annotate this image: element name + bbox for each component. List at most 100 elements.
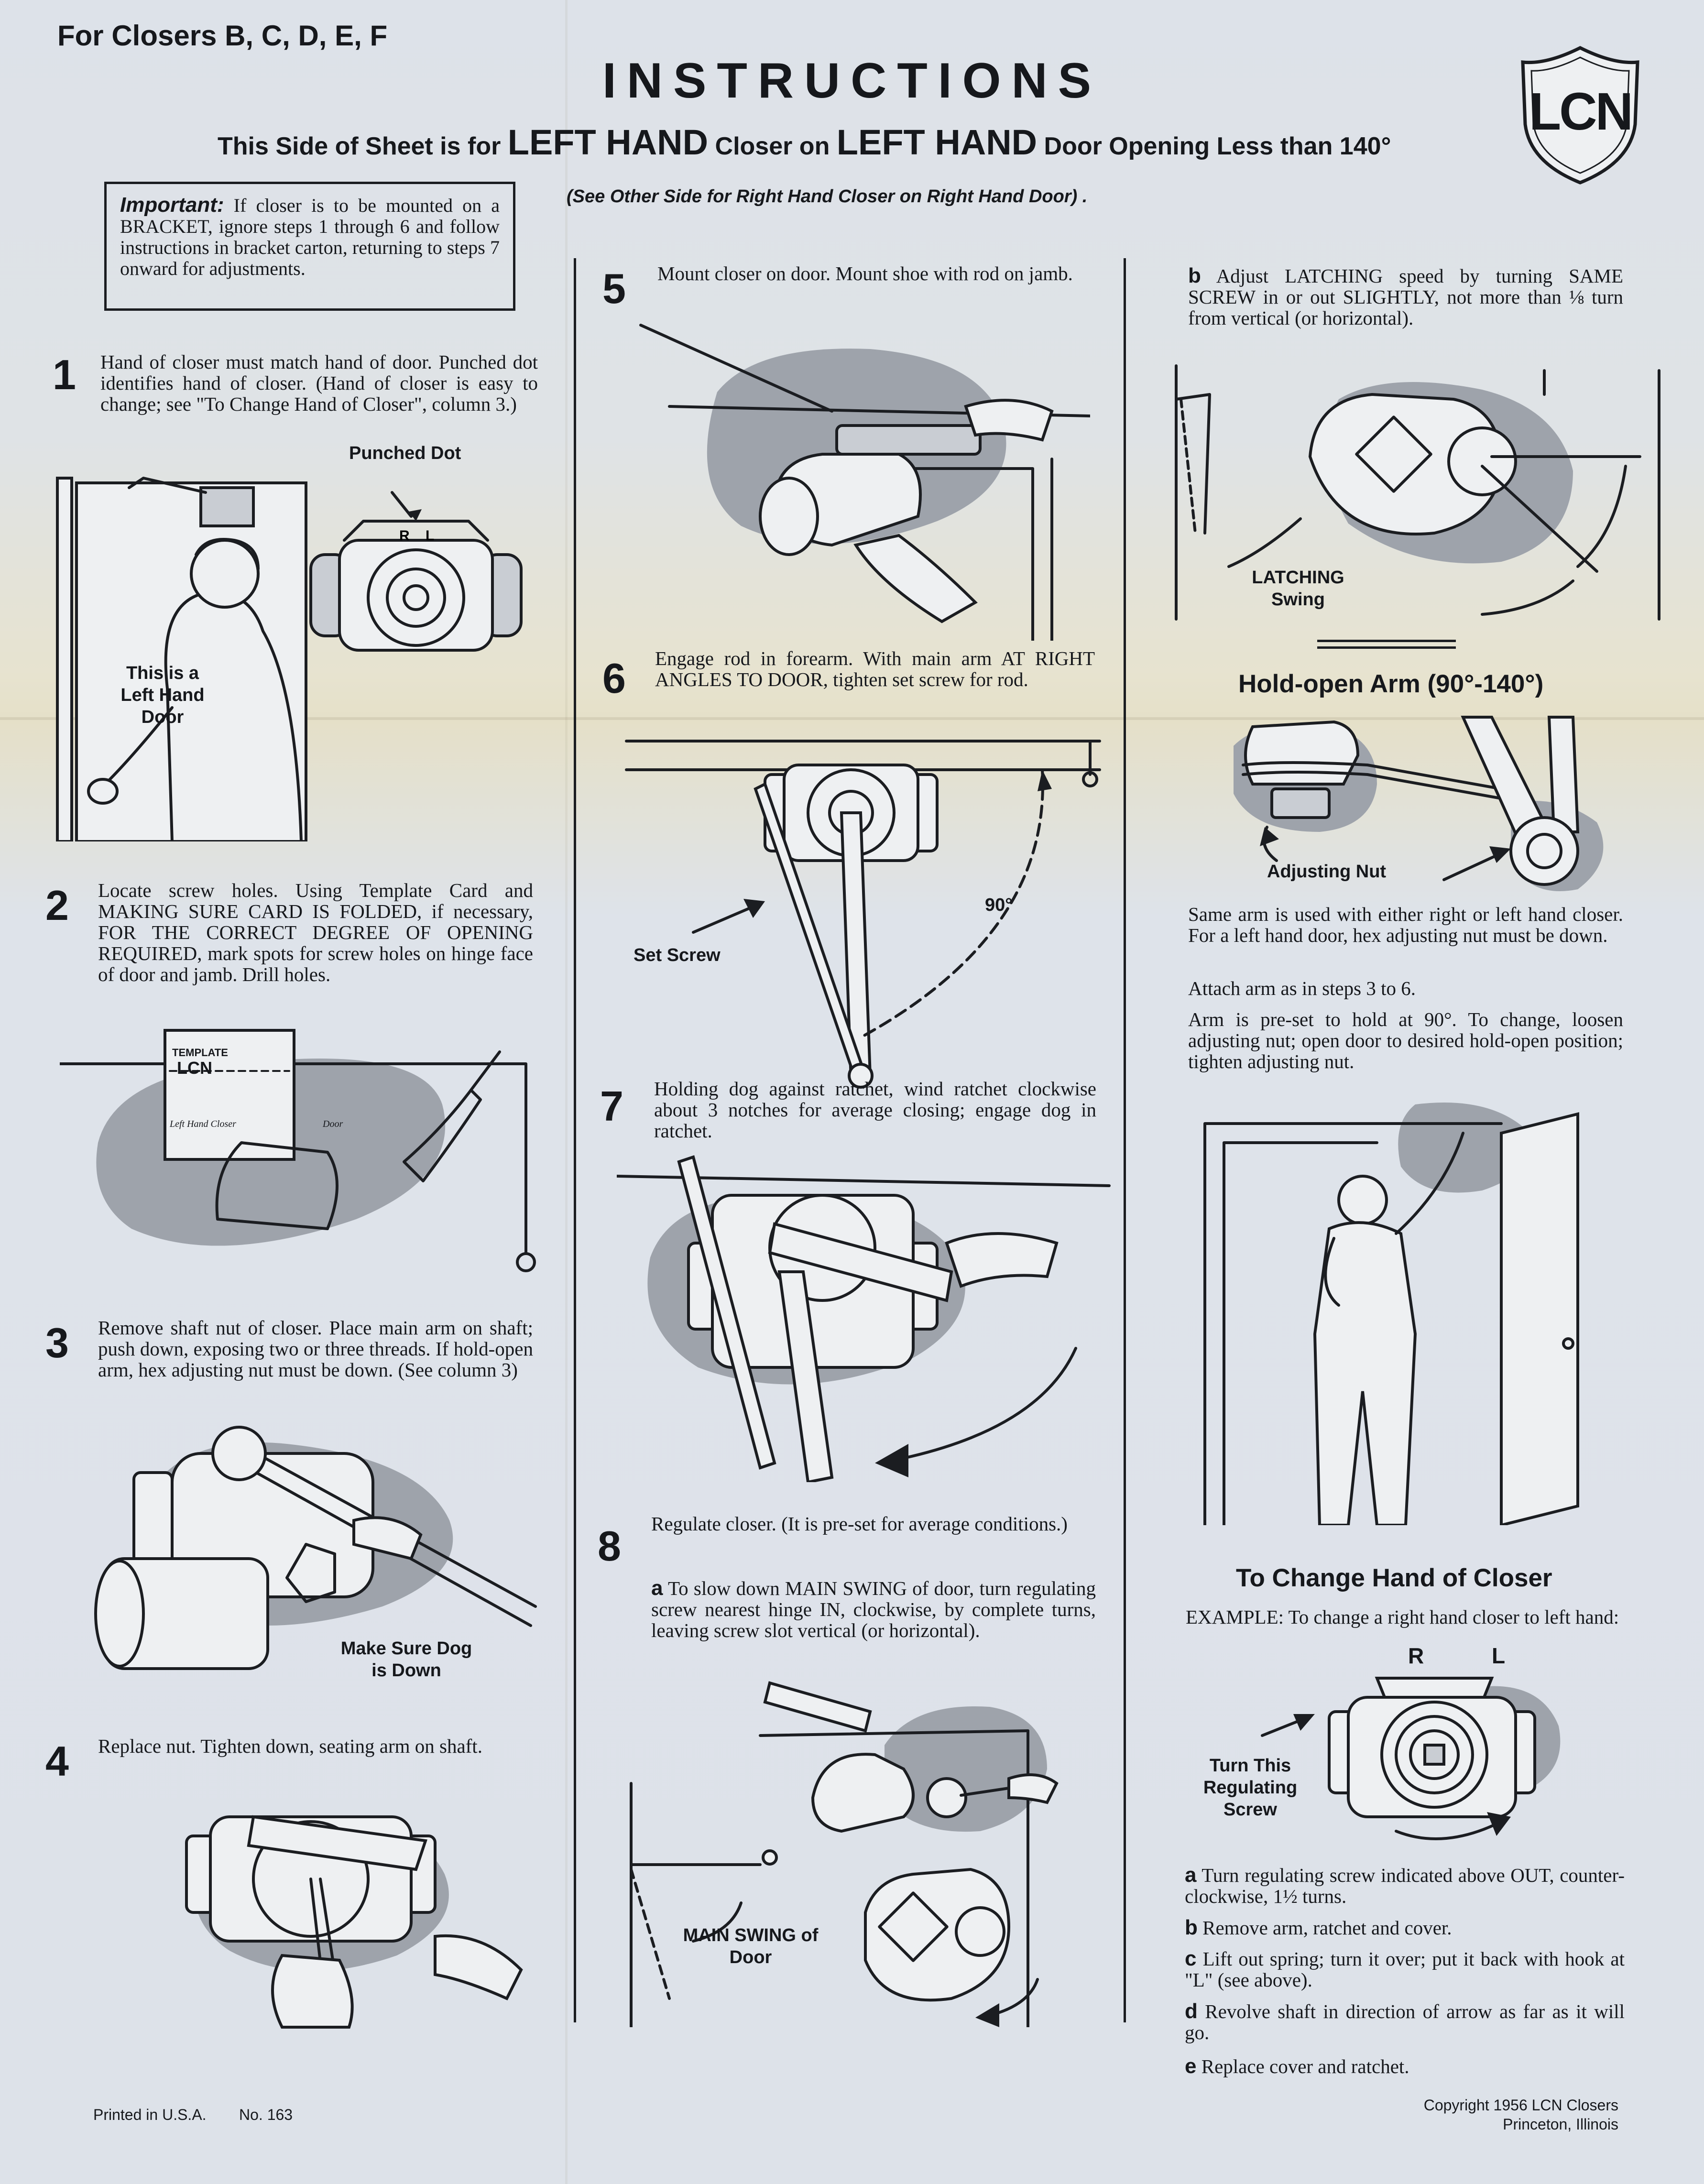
l-label: L xyxy=(1492,1643,1506,1668)
change-hand-d-letter: d xyxy=(1185,1999,1198,2023)
ninety-degree-label: 90° xyxy=(985,895,1013,915)
turn-this-label: Turn This Regulating Screw xyxy=(1203,1756,1298,1820)
step-1-illustration: R L xyxy=(56,477,523,841)
step-8b-text: Adjust LATCHING speed by turning SAME SC… xyxy=(1188,265,1623,329)
change-hand-c-letter: c xyxy=(1185,1947,1197,1970)
divider-double-2 xyxy=(1317,646,1456,649)
step-6-number: 6 xyxy=(602,655,626,702)
step-7-text: Holding dog against ratchet, wind ratche… xyxy=(654,1078,1096,1142)
adjusting-nut-label: Adjusting Nut xyxy=(1267,862,1387,882)
step-8a: a To slow down MAIN SWING of door, turn … xyxy=(651,1578,1096,1641)
step-8a-illustration xyxy=(630,1681,1059,2027)
important-note-box: Important: If closer is to be mounted on… xyxy=(104,182,515,311)
step-1-number: 1 xyxy=(53,351,76,398)
page-title: INSTRUCTIONS xyxy=(602,53,1102,109)
step-6-text: Engage rod in forearm. With main arm AT … xyxy=(655,647,1095,690)
step-6-illustration xyxy=(625,740,1101,1089)
column-divider-2 xyxy=(1124,258,1126,2022)
step-8a-text: To slow down MAIN SWING of door, turn re… xyxy=(651,1577,1096,1641)
step-5-number: 5 xyxy=(602,265,626,312)
step-2-illustration xyxy=(60,1029,536,1272)
man-at-door-illustration xyxy=(1203,1103,1579,1525)
change-hand-a-text: Turn regulating screw indicated above OU… xyxy=(1185,1864,1625,1907)
template-logo: LCN xyxy=(177,1058,212,1078)
change-hand-b: b Remove arm, ratchet and cover. xyxy=(1185,1916,1625,1939)
step-8b: b Adjust LATCHING speed by turning SAME … xyxy=(1188,265,1623,329)
step-2-number: 2 xyxy=(45,882,69,929)
change-hand-e-letter: e xyxy=(1185,2054,1197,2078)
make-sure-dog-label: Make Sure Dog is Down xyxy=(340,1638,472,1681)
step-8a-letter: a xyxy=(651,1576,663,1600)
see-other-side-note: (See Other Side for Right Hand Closer on… xyxy=(567,186,1088,207)
template-door: Door xyxy=(323,1119,343,1129)
step-5-illustration xyxy=(639,324,1090,641)
change-hand-e-text: Replace cover and ratchet. xyxy=(1201,2055,1409,2077)
change-hand-d: d Revolve shaft in direction of arrow as… xyxy=(1185,2001,1625,2043)
hold-open-p1: Same arm is used with either right or le… xyxy=(1188,903,1623,946)
wrench-head xyxy=(211,1426,267,1481)
r-label: R xyxy=(1408,1643,1424,1668)
divider-double-1 xyxy=(1317,640,1456,642)
page-subtitle: This Side of Sheet is for LEFT HAND Clos… xyxy=(218,122,1391,163)
punched-dot-label: Punched Dot xyxy=(349,443,461,463)
change-hand-b-text: Remove arm, ratchet and cover. xyxy=(1202,1917,1452,1939)
closer-models: For Closers B, C, D, E, F xyxy=(57,20,388,52)
step-3-illustration xyxy=(94,1426,537,1670)
subtitle-mid: Closer on xyxy=(715,132,830,160)
step-2-text: Locate screw holes. Using Template Card … xyxy=(98,879,533,985)
column-divider-1 xyxy=(574,258,576,2022)
step-8-number: 8 xyxy=(598,1522,621,1570)
step-4-text: Replace nut. Tighten down, seating arm o… xyxy=(98,1735,482,1757)
form-number: No. 163 xyxy=(239,2106,293,2123)
hex-adjusting-nut xyxy=(1270,787,1331,819)
change-hand-b-letter: b xyxy=(1185,1916,1198,1939)
step-4-number: 4 xyxy=(45,1737,69,1785)
door-jamb xyxy=(56,477,73,841)
shield-icon xyxy=(1521,46,1639,185)
step-5-text: Mount closer on door. Mount shoe with ro… xyxy=(657,262,1073,284)
fold-crease-horizontal xyxy=(0,717,1704,720)
left-hand-door-label: This is a Left Hand Door xyxy=(120,663,205,727)
change-hand-heading: To Change Hand of Closer xyxy=(1236,1564,1552,1592)
logo-text: LCN xyxy=(1529,82,1633,141)
latching-swing-label: LATCHING Swing xyxy=(1252,568,1344,610)
change-hand-c-text: Lift out spring; turn it over; put it ba… xyxy=(1185,1948,1625,1991)
step-3-text: Remove shaft nut of closer. Place main a… xyxy=(98,1317,533,1381)
copyright: Copyright 1956 LCN Closers xyxy=(1423,2097,1618,2114)
fold-crease-vertical xyxy=(565,0,568,2184)
printed-in: Printed in U.S.A. xyxy=(93,2106,207,2123)
change-hand-c: c Lift out spring; turn it over; put it … xyxy=(1185,1947,1625,1991)
hold-open-p2: Attach arm as in steps 3 to 6. xyxy=(1188,977,1416,999)
step-7-illustration xyxy=(617,1155,1111,1482)
subtitle-hand-2: LEFT HAND xyxy=(836,122,1038,162)
r-mark: R xyxy=(399,528,410,544)
open-door xyxy=(1500,1112,1579,1525)
step-7-number: 7 xyxy=(600,1082,623,1130)
ratchet-wrench xyxy=(768,1222,953,1302)
hold-open-p3: Arm is pre-set to hold at 90°. To change… xyxy=(1188,1008,1623,1072)
subtitle-hand-1: LEFT HAND xyxy=(507,122,709,162)
subtitle-pre: This Side of Sheet is for xyxy=(218,132,501,160)
copyright-location: Princeton, Illinois xyxy=(1503,2116,1618,2133)
step-4-illustration xyxy=(185,1815,523,2029)
set-screw-label: Set Screw xyxy=(634,945,721,965)
subtitle-post: Door Opening Less than 140° xyxy=(1044,132,1391,160)
template-left-hand: Left Hand Closer xyxy=(170,1119,236,1129)
hold-open-heading: Hold-open Arm (90°-140°) xyxy=(1238,670,1544,698)
important-text: If closer is to be mounted on a BRACKET,… xyxy=(120,195,500,279)
lcn-logo: LCN xyxy=(1513,43,1647,186)
step-1-text: Hand of closer must match hand of door. … xyxy=(100,351,538,415)
wrench xyxy=(247,1815,427,1871)
step-3-number: 3 xyxy=(45,1319,69,1366)
step-8-text: Regulate closer. (It is pre-set for aver… xyxy=(651,1513,1068,1535)
change-hand-a: a Turn regulating screw indicated above … xyxy=(1185,1865,1625,1907)
l-mark: L xyxy=(426,528,434,544)
closer-on-door xyxy=(199,486,255,527)
change-hand-illustration xyxy=(1261,1677,1561,1840)
change-hand-e: e Replace cover and ratchet. xyxy=(1185,2056,1625,2077)
template-title: TEMPLATE xyxy=(172,1047,228,1059)
change-hand-a-letter: a xyxy=(1185,1863,1197,1887)
hold-open-illustration xyxy=(1234,716,1604,891)
important-label: Important: xyxy=(120,193,224,217)
